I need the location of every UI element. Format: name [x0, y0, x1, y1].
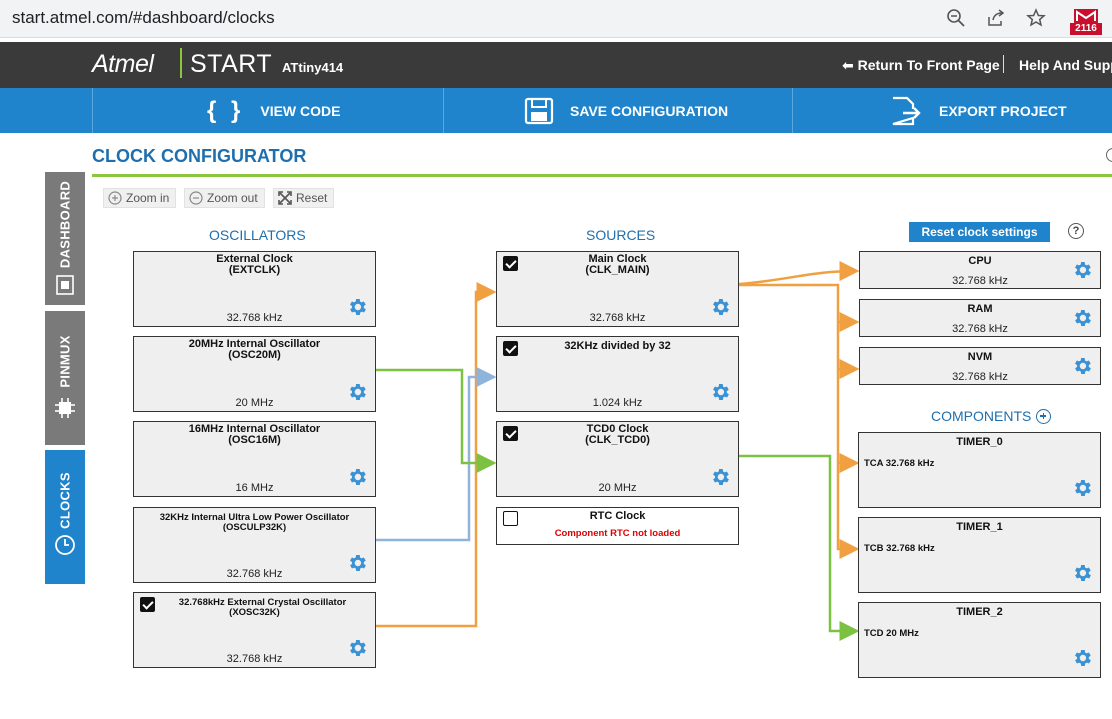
domain-nvm[interactable]: NVM 32.768 kHz — [859, 347, 1101, 385]
start-logo: START — [190, 50, 273, 78]
gear-icon[interactable] — [1071, 562, 1093, 584]
sidebar-tab-dashboard[interactable]: DASHBOARD — [45, 172, 85, 305]
share-icon[interactable] — [985, 7, 1007, 29]
help-support-link[interactable]: Help And Supp — [1019, 57, 1112, 73]
title-underline — [92, 174, 1112, 177]
source-32khz-div32[interactable]: 32KHz divided by 32 1.024 kHz — [496, 336, 739, 412]
oscillator-osculp32k[interactable]: 32KHz Internal Ultra Low Power Oscillato… — [133, 507, 376, 583]
zoom-in-button[interactable]: Zoom in — [103, 188, 177, 208]
export-file-icon — [889, 96, 923, 126]
logo-divider — [180, 48, 182, 78]
atmel-logo: Atmel — [92, 50, 154, 78]
arrow-left-icon: ⬅ — [842, 57, 854, 73]
gear-icon[interactable] — [1071, 307, 1093, 329]
gear-icon[interactable] — [1071, 477, 1093, 499]
component-timer-2[interactable]: TIMER_2 TCD 20 MHz — [858, 602, 1101, 678]
add-component-icon[interactable] — [1036, 408, 1052, 424]
component-timer-0[interactable]: TIMER_0 TCA 32.768 kHz — [858, 432, 1101, 508]
wire-main-to-domains — [739, 283, 860, 559]
header-link-divider — [1003, 55, 1004, 73]
component-timer-1[interactable]: TIMER_1 TCB 32.768 kHz — [858, 517, 1101, 593]
gear-icon[interactable] — [1071, 355, 1093, 377]
extension-gmail-icon[interactable]: 2116 — [1070, 9, 1102, 35]
oscillator-extclk[interactable]: External Clock (EXTCLK) 32.768 kHz — [133, 251, 376, 327]
expand-arrows-icon — [278, 191, 292, 205]
wire-osc20m-to-tcd0 — [376, 368, 497, 473]
wire-xosc32k-to-main-clock — [376, 282, 497, 628]
enable-checkbox[interactable] — [503, 341, 518, 356]
gear-icon[interactable] — [1071, 259, 1093, 281]
url-text[interactable]: start.atmel.com/#dashboard/clocks — [12, 8, 275, 27]
microchip-icon — [54, 397, 76, 419]
zoom-out-button[interactable]: Zoom out — [184, 188, 265, 208]
gear-icon[interactable] — [346, 381, 368, 403]
oscillator-osc16m[interactable]: 16MHz Internal Oscillator (OSC16M) 16 MH… — [133, 421, 376, 497]
wire-tcd0-to-timer2 — [739, 454, 860, 641]
gear-icon[interactable] — [346, 552, 368, 574]
gear-icon[interactable] — [709, 466, 731, 488]
zoom-magnifier-icon[interactable] — [945, 7, 967, 29]
enable-checkbox[interactable] — [503, 511, 518, 526]
sources-heading: SOURCES — [586, 227, 656, 243]
zoom-reset-button[interactable]: Reset — [273, 188, 335, 208]
oscillator-xosc32k[interactable]: 32.768kHz External Crystal Oscillator (X… — [133, 592, 376, 668]
export-project-button[interactable]: EXPORT PROJECT — [792, 88, 1112, 133]
save-configuration-button[interactable]: SAVE CONFIGURATION — [443, 88, 792, 133]
enable-checkbox[interactable] — [503, 256, 518, 271]
clock-icon — [54, 534, 76, 556]
gear-icon[interactable] — [346, 637, 368, 659]
bookmark-star-icon[interactable] — [1025, 7, 1047, 29]
app-header — [0, 42, 1112, 88]
page-title: CLOCK CONFIGURATOR — [92, 146, 307, 166]
gear-icon[interactable] — [709, 296, 731, 318]
rtc-error-message: Component RTC not loaded — [554, 528, 681, 539]
gear-icon[interactable] — [346, 296, 368, 318]
return-front-page-link[interactable]: ⬅ Return To Front Page — [842, 57, 1000, 73]
sidebar-tab-pinmux[interactable]: PINMUX — [45, 311, 85, 445]
components-heading: COMPONENTS — [931, 408, 1052, 424]
view-code-button[interactable]: { } VIEW CODE — [92, 88, 443, 133]
source-tcd0-clock[interactable]: TCD0 Clock (CLK_TCD0) 20 MHz — [496, 421, 739, 497]
action-toolbar — [0, 88, 1112, 133]
help-question-icon[interactable]: ? — [1068, 223, 1084, 239]
gear-icon[interactable] — [346, 466, 368, 488]
device-name: ATtiny414 — [282, 60, 344, 75]
source-rtc-clock[interactable]: RTC Clock Component RTC not loaded — [496, 507, 739, 545]
domain-cpu[interactable]: CPU 32.768 kHz — [859, 251, 1101, 289]
zoom-out-icon — [189, 191, 203, 205]
braces-icon: { } — [207, 96, 245, 124]
sidebar-tab-clocks[interactable]: CLOCKS — [45, 450, 85, 584]
browser-address-bar: start.atmel.com/#dashboard/clocks 2116 — [0, 0, 1112, 38]
enable-checkbox[interactable] — [140, 597, 155, 612]
reset-clock-settings-button[interactable]: Reset clock settings — [909, 222, 1050, 242]
gear-icon[interactable] — [709, 381, 731, 403]
floppy-disk-icon — [524, 97, 554, 125]
source-main-clock[interactable]: Main Clock (CLK_MAIN) 32.768 kHz — [496, 251, 739, 327]
oscillators-heading: OSCILLATORS — [209, 227, 306, 243]
domain-ram[interactable]: RAM 32.768 kHz — [859, 299, 1101, 337]
oscillator-osc20m[interactable]: 20MHz Internal Oscillator (OSC20M) 20 MH… — [133, 336, 376, 412]
wire-osculp32k-to-divider — [376, 367, 497, 542]
zoom-in-icon — [108, 191, 122, 205]
gear-icon[interactable] — [1071, 647, 1093, 669]
chip-board-icon — [54, 274, 76, 296]
enable-checkbox[interactable] — [503, 426, 518, 441]
wire-main-to-cpu — [738, 261, 860, 286]
